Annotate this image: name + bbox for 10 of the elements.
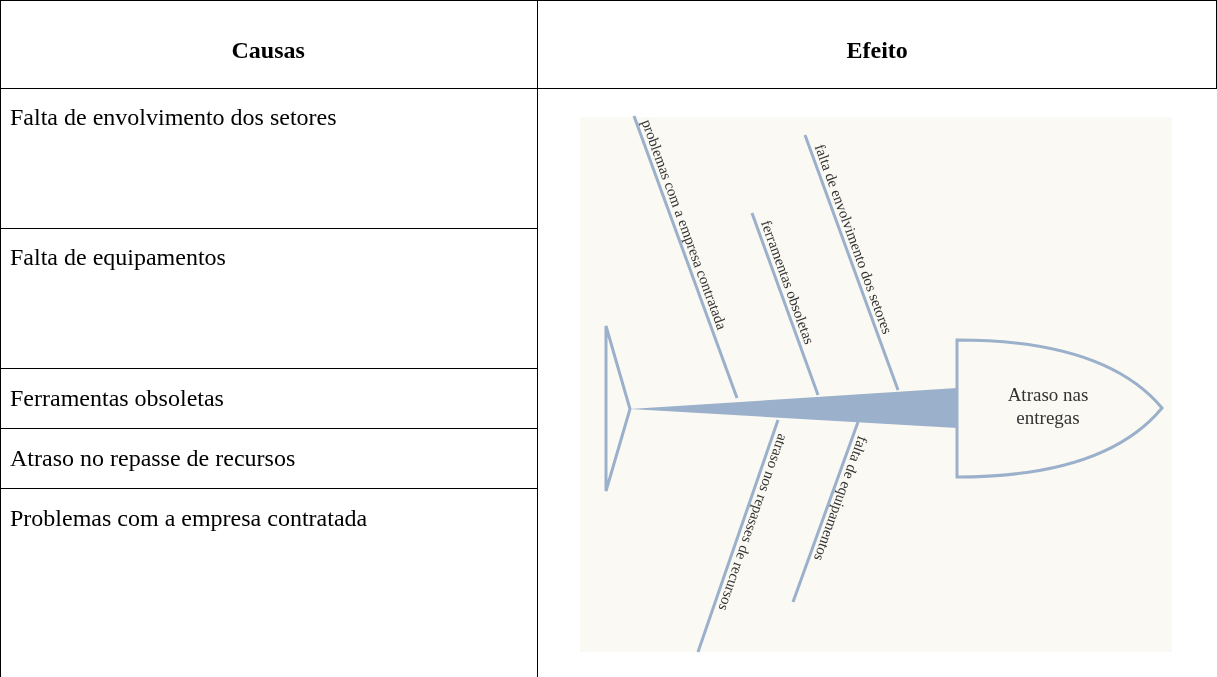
cause-text: Problemas com a empresa contratada xyxy=(10,503,368,533)
column-header: Efeito xyxy=(846,35,908,65)
cause-text: Atraso no repasse de recursos xyxy=(10,443,296,473)
cause-text: Falta de equipamentos xyxy=(10,242,226,272)
cause-text: Falta de envolvimento dos setores xyxy=(10,102,337,132)
cause-label: atraso nos repasses de recursos xyxy=(715,432,792,613)
cause-text: Ferramentas obsoletas xyxy=(10,383,224,413)
column-header: Causas xyxy=(231,35,305,65)
effect-text: Atraso nas entregas xyxy=(1006,384,1090,430)
fish-head xyxy=(955,338,1165,479)
